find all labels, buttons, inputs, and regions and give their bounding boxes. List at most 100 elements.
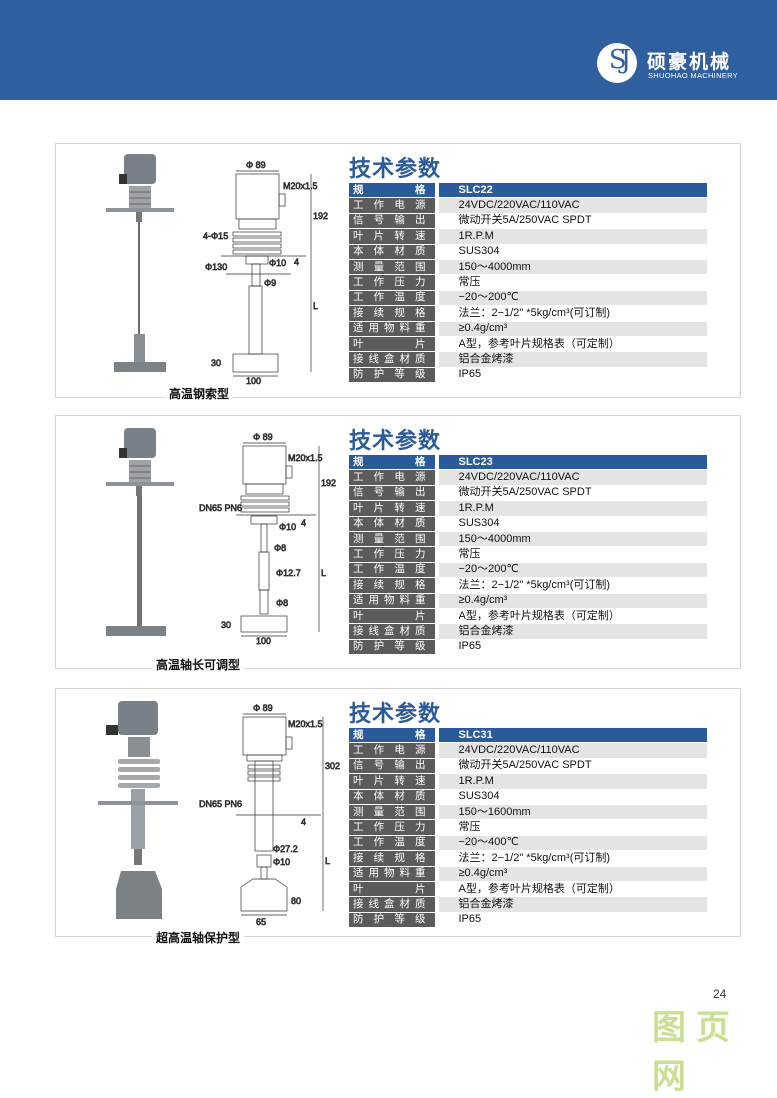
brand-name: 硕豪机械 <box>647 51 732 73</box>
spec-value: SUS304 <box>434 789 707 804</box>
spec-label: 适用物料重 <box>349 321 435 336</box>
svg-text:L: L <box>313 301 318 311</box>
svg-text:Φ 89: Φ 89 <box>246 160 266 170</box>
spec-value: SLC22 <box>434 183 707 198</box>
svg-text:L: L <box>321 568 326 578</box>
spec-value: 1R.P.M <box>434 501 707 516</box>
spec-value: SLC31 <box>434 728 707 743</box>
brand-name-en: SHUOHAO MACHINERY <box>648 71 738 80</box>
spec-value: 150～1600mm <box>434 804 707 820</box>
page-header: SJ 硕豪机械 SHUOHAO MACHINERY <box>0 0 777 100</box>
svg-text:DN65 PN6: DN65 PN6 <box>199 799 242 809</box>
section-title: 技术参数 <box>349 157 442 182</box>
spec-value: IP65 <box>434 639 707 655</box>
svg-text:Φ130: Φ130 <box>205 262 227 272</box>
spec-value: −20～200℃ <box>434 562 707 578</box>
spec-value: SLC23 <box>434 455 707 470</box>
svg-text:4: 4 <box>294 257 299 267</box>
spec-label: 防护等级 <box>349 367 435 383</box>
spec-label: 接续规格 <box>349 578 435 593</box>
svg-text:Φ 89: Φ 89 <box>253 703 273 713</box>
spec-value: IP65 <box>434 367 707 383</box>
svg-text:4: 4 <box>301 518 306 528</box>
spec-row: 接线盒材质铝合金烤漆 <box>349 897 707 912</box>
spec-label: 适用物料重 <box>349 866 435 881</box>
spec-label: 规格 <box>349 183 435 198</box>
spec-row: 适用物料重≥0.4g/cm³ <box>349 593 707 608</box>
spec-label: 接线盒材质 <box>349 624 435 639</box>
svg-text:100: 100 <box>246 376 261 386</box>
section-title: 技术参数 <box>349 429 442 454</box>
spec-row: 工作温度−20～400℃ <box>349 835 707 851</box>
spec-label: 信号输出 <box>349 485 435 501</box>
svg-text:30: 30 <box>211 358 221 368</box>
spec-label: 叶片 <box>349 608 435 624</box>
section-title: 技术参数 <box>349 702 442 727</box>
spec-label: 规格 <box>349 455 435 470</box>
svg-text:Φ10: Φ10 <box>273 857 290 867</box>
svg-text:Φ10: Φ10 <box>269 258 286 268</box>
spec-label: 工作温度 <box>349 835 435 851</box>
spec-value: 1R.P.M <box>434 774 707 789</box>
spec-label: 接线盒材质 <box>349 352 435 367</box>
svg-text:Φ8: Φ8 <box>274 543 286 553</box>
spec-label: 工作电源 <box>349 198 435 213</box>
spec-value: 24VDC/220VAC/110VAC <box>434 198 707 213</box>
svg-text:65: 65 <box>256 917 266 927</box>
spec-label: 叶片转速 <box>349 229 435 244</box>
svg-text:192: 192 <box>321 478 336 488</box>
spec-label: 工作压力 <box>349 275 435 290</box>
spec-label: 测量范围 <box>349 804 435 820</box>
spec-value: ≥0.4g/cm³ <box>434 593 707 608</box>
spec-row: 工作温度−20～200℃ <box>349 562 707 578</box>
svg-text:DN65 PN6: DN65 PN6 <box>199 503 242 513</box>
spec-row: 接线盒材质铝合金烤漆 <box>349 352 707 367</box>
svg-text:Φ 89: Φ 89 <box>253 432 273 442</box>
spec-row: 工作压力常压 <box>349 275 707 290</box>
spec-row: 信号输出微动开关5A/250VAC SPDT <box>349 485 707 501</box>
spec-row: 信号输出微动开关5A/250VAC SPDT <box>349 758 707 774</box>
spec-label: 叶片转速 <box>349 774 435 789</box>
spec-value: ≥0.4g/cm³ <box>434 866 707 881</box>
svg-text:80: 80 <box>291 896 301 906</box>
product-photo <box>106 154 174 372</box>
spec-label: 工作电源 <box>349 470 435 485</box>
spec-label: 本体材质 <box>349 789 435 804</box>
svg-text:L: L <box>325 856 330 866</box>
spec-row: 工作压力常压 <box>349 820 707 835</box>
logo-mark: SJ <box>608 45 631 75</box>
spec-value: ≥0.4g/cm³ <box>434 321 707 336</box>
spec-label: 信号输出 <box>349 213 435 229</box>
spec-value: SUS304 <box>434 516 707 531</box>
spec-label: 接线盒材质 <box>349 897 435 912</box>
spec-label: 工作温度 <box>349 562 435 578</box>
spec-label: 工作压力 <box>349 820 435 835</box>
svg-text:Φ27.2: Φ27.2 <box>273 844 298 854</box>
spec-value: 24VDC/220VAC/110VAC <box>434 470 707 485</box>
product-caption: 超高温轴保护型 <box>152 929 245 946</box>
spec-label: 接续规格 <box>349 306 435 321</box>
spec-value: 常压 <box>434 275 707 290</box>
spec-row: 接线盒材质铝合金烤漆 <box>349 624 707 639</box>
svg-text:302: 302 <box>325 761 340 771</box>
spec-label: 接续规格 <box>349 851 435 866</box>
spec-value: 常压 <box>434 547 707 562</box>
spec-label: 防护等级 <box>349 639 435 655</box>
spec-row: 接续规格法兰：2−1/2" *5kg/cm³(可订制) <box>349 306 707 321</box>
spec-row: 适用物料重≥0.4g/cm³ <box>349 866 707 881</box>
brand-logo: SJ <box>597 43 637 83</box>
